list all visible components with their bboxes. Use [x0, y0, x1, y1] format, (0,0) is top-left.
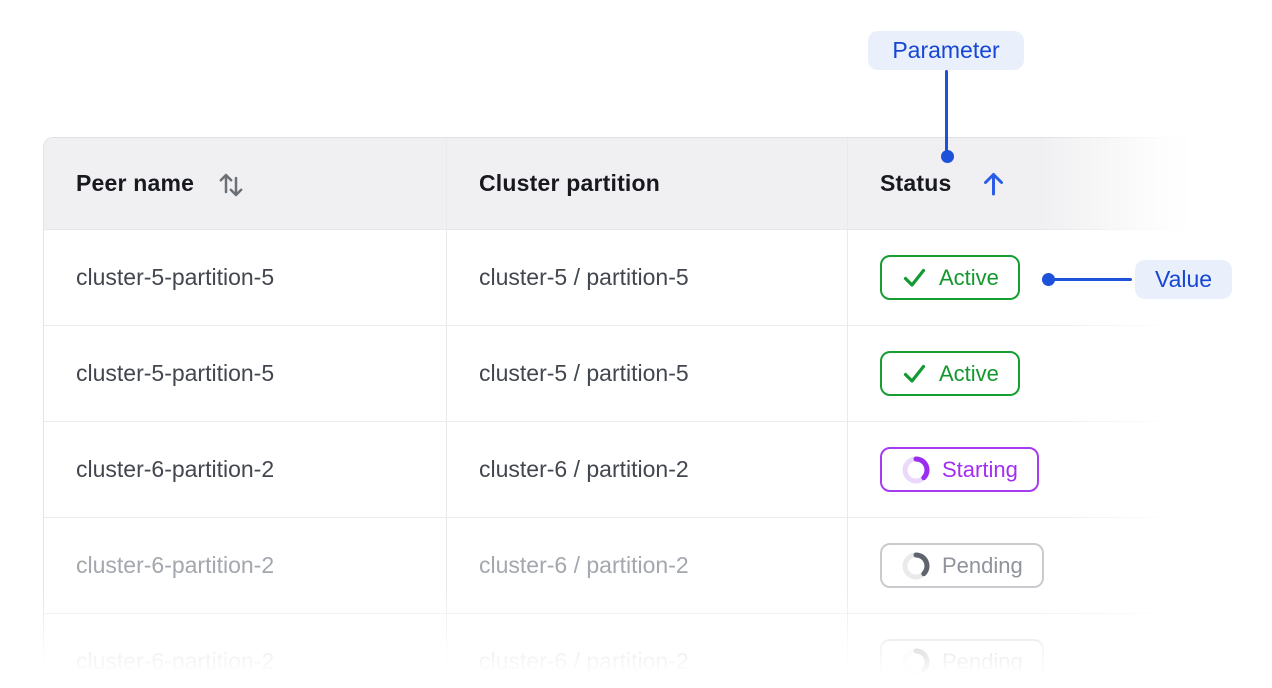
cluster-partition-cell: cluster-5 / partition-5 [447, 230, 848, 325]
peer-name-cell: cluster-5-partition-5 [44, 326, 447, 421]
spinner-icon [902, 648, 930, 675]
value-connector-dot [1042, 273, 1055, 286]
parameter-connector-dot [941, 150, 954, 163]
table-row: cluster-6-partition-2 cluster-6 / partit… [44, 422, 1190, 518]
peer-name-cell: cluster-6-partition-2 [44, 518, 447, 613]
sort-ascending-icon [983, 173, 1003, 196]
spinner-icon [902, 552, 930, 579]
peer-name-cell: cluster-6-partition-2 [44, 422, 447, 517]
spinner-icon [902, 456, 930, 483]
table-row: cluster-5-partition-5 cluster-5 / partit… [44, 230, 1190, 326]
check-icon [903, 364, 926, 383]
table-row: cluster-5-partition-5 cluster-5 / partit… [44, 326, 1190, 422]
cluster-partition-cell: cluster-6 / partition-2 [447, 614, 848, 688]
column-header-peer-name[interactable]: Peer name [44, 138, 447, 229]
status-cell: Starting [848, 422, 1190, 517]
column-header-status[interactable]: Status [848, 138, 1190, 229]
column-header-label: Peer name [76, 170, 195, 196]
cluster-partition-cell: cluster-5 / partition-5 [447, 326, 848, 421]
status-badge-label: Pending [942, 648, 1023, 674]
status-badge-label: Starting [942, 456, 1018, 482]
parameter-callout: Parameter [868, 31, 1024, 70]
value-callout-label: Value [1154, 266, 1213, 292]
status-badge-label: Active [939, 264, 999, 290]
value-callout: Value [1135, 260, 1232, 299]
peer-name-cell: cluster-6-partition-2 [44, 614, 447, 688]
sort-both-icon [219, 173, 243, 196]
table-row: cluster-6-partition-2 cluster-6 / partit… [44, 518, 1190, 614]
status-cell: Pending [848, 614, 1190, 688]
table-header-row: Peer name Cluster partition Status [44, 138, 1190, 230]
column-header-label: Status [880, 170, 952, 196]
table-row: cluster-6-partition-2 cluster-6 / partit… [44, 614, 1190, 688]
parameter-callout-label: Parameter [892, 37, 1000, 63]
column-header-label: Cluster partition [479, 170, 661, 196]
status-cell: Pending [848, 518, 1190, 613]
parameter-connector-line [945, 70, 948, 152]
status-badge-pending: Pending [880, 639, 1044, 684]
peer-name-cell: cluster-5-partition-5 [44, 230, 447, 325]
status-badge-active: Active [880, 255, 1020, 300]
column-header-cluster-partition: Cluster partition [447, 138, 848, 229]
status-badge-starting: Starting [880, 447, 1039, 492]
value-connector-line [1048, 278, 1132, 281]
status-cell: Active [848, 326, 1190, 421]
status-badge-pending: Pending [880, 543, 1044, 588]
status-cell: Active [848, 230, 1190, 325]
status-badge-active: Active [880, 351, 1020, 396]
cluster-partition-cell: cluster-6 / partition-2 [447, 422, 848, 517]
cluster-partition-cell: cluster-6 / partition-2 [447, 518, 848, 613]
peers-table: Peer name Cluster partition Status clust… [43, 137, 1190, 688]
status-badge-label: Pending [942, 552, 1023, 578]
check-icon [903, 268, 926, 287]
status-badge-label: Active [939, 360, 999, 386]
